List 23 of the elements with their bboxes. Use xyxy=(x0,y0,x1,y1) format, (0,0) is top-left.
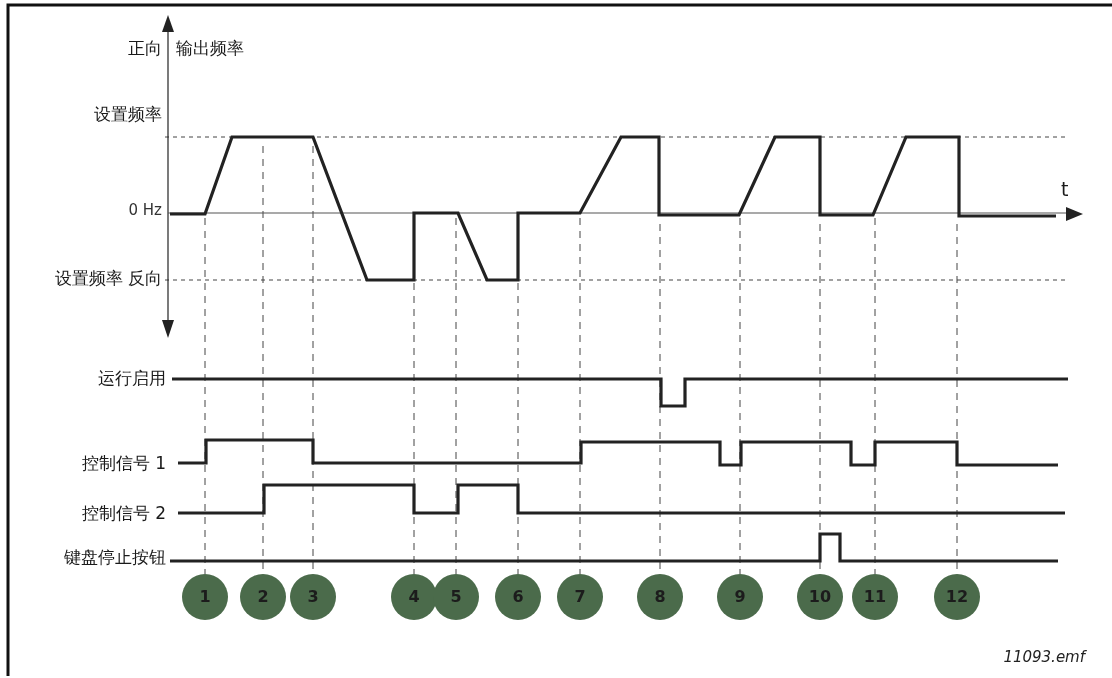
callout-number: 11 xyxy=(852,574,898,620)
callout-number: 5 xyxy=(433,574,479,620)
callout-number: 12 xyxy=(934,574,980,620)
callout-number: 6 xyxy=(495,574,541,620)
signal-label: 键盘停止按钮 xyxy=(64,547,166,567)
level-label: 设置频率 反向 xyxy=(54,268,162,288)
callout-number: 8 xyxy=(637,574,683,620)
axis-label: 正向 xyxy=(128,38,162,58)
file-name-label: 11093.emf xyxy=(1003,647,1085,667)
signal-label: 运行启用 xyxy=(98,368,166,388)
callout-number: 1 xyxy=(182,574,228,620)
signal-label: 控制信号 2 xyxy=(81,503,166,523)
axis-label: t xyxy=(1061,179,1069,199)
callout-number: 7 xyxy=(557,574,603,620)
level-label: 0 Hz xyxy=(128,200,162,220)
callout-number: 4 xyxy=(391,574,437,620)
axis-label: 输出频率 xyxy=(176,38,244,58)
level-label: 设置频率 xyxy=(94,104,162,124)
signal-label: 控制信号 1 xyxy=(81,453,166,473)
callout-number: 10 xyxy=(797,574,843,620)
callout-number: 3 xyxy=(290,574,336,620)
callout-number: 2 xyxy=(240,574,286,620)
callout-number: 9 xyxy=(717,574,763,620)
